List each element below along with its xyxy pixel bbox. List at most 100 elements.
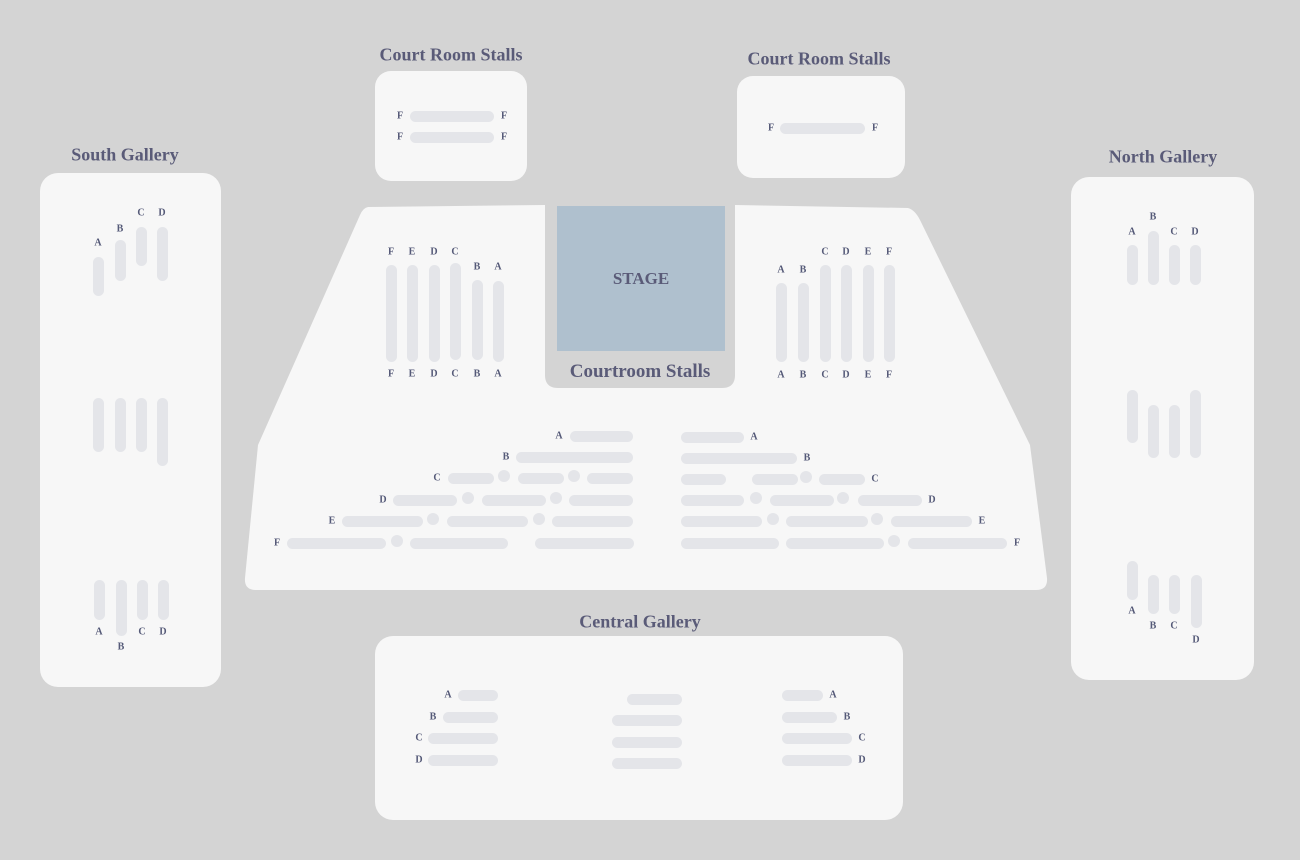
seat-row[interactable] — [1189, 245, 1201, 285]
seat-row[interactable] — [92, 398, 104, 452]
single-seat[interactable] — [550, 492, 562, 504]
seat-row[interactable] — [908, 537, 1007, 549]
seat-row[interactable] — [393, 494, 457, 506]
seat-row[interactable] — [780, 122, 865, 134]
seat-row[interactable] — [627, 693, 682, 705]
seat-row[interactable] — [752, 473, 798, 485]
single-seat[interactable] — [391, 535, 403, 547]
seat-row[interactable] — [516, 451, 633, 463]
seat-row[interactable] — [797, 283, 809, 362]
seat-row[interactable] — [1126, 561, 1138, 600]
seat-row[interactable] — [135, 227, 147, 266]
seat-row[interactable] — [1147, 231, 1159, 285]
seat-row[interactable] — [681, 473, 726, 485]
row-label: B — [843, 711, 851, 723]
seat-row[interactable] — [1189, 390, 1201, 458]
seat-row[interactable] — [569, 494, 633, 506]
seat-row[interactable] — [428, 732, 498, 744]
seat-row[interactable] — [410, 131, 494, 143]
seat-row[interactable] — [681, 494, 744, 506]
seat-row[interactable] — [786, 515, 868, 527]
seat-row[interactable] — [681, 537, 779, 549]
seat-row[interactable] — [156, 398, 168, 466]
seat-row[interactable] — [115, 580, 127, 636]
seat-row[interactable] — [443, 711, 498, 723]
seat-row[interactable] — [552, 515, 633, 527]
seat-row[interactable] — [840, 265, 852, 362]
seat-row[interactable] — [858, 494, 922, 506]
single-seat[interactable] — [888, 535, 900, 547]
seat-row[interactable] — [1147, 575, 1159, 614]
seat-row[interactable] — [819, 265, 831, 362]
seat-row[interactable] — [1190, 575, 1202, 628]
seat-row[interactable] — [157, 580, 169, 620]
single-seat[interactable] — [427, 513, 439, 525]
row-label: F — [396, 131, 404, 143]
single-seat[interactable] — [568, 470, 580, 482]
seat-row[interactable] — [786, 537, 884, 549]
seat-row[interactable] — [92, 257, 104, 296]
row-label: D — [1192, 634, 1200, 646]
seat-row[interactable] — [385, 265, 397, 362]
seat-row[interactable] — [447, 515, 528, 527]
seat-row[interactable] — [891, 515, 972, 527]
seat-row[interactable] — [156, 227, 168, 281]
seat-row[interactable] — [114, 240, 126, 281]
seat-row[interactable] — [518, 472, 564, 484]
seat-row[interactable] — [93, 580, 105, 620]
seat-row[interactable] — [287, 537, 386, 549]
seat-row[interactable] — [1147, 405, 1159, 458]
single-seat[interactable] — [871, 513, 883, 525]
seat-row[interactable] — [862, 265, 874, 362]
seat-row[interactable] — [410, 537, 508, 549]
single-seat[interactable] — [533, 513, 545, 525]
single-seat[interactable] — [767, 513, 779, 525]
seat-row[interactable] — [587, 472, 633, 484]
row-label: B — [1149, 620, 1157, 632]
seat-row[interactable] — [681, 452, 797, 464]
seat-row[interactable] — [135, 398, 147, 452]
row-label: C — [1170, 226, 1178, 238]
seat-row[interactable] — [883, 265, 895, 362]
seat-row[interactable] — [782, 711, 837, 723]
single-seat[interactable] — [498, 470, 510, 482]
seat-row[interactable] — [570, 430, 633, 442]
seat-row[interactable] — [1168, 575, 1180, 614]
seat-row[interactable] — [819, 473, 865, 485]
row-label: B — [799, 369, 807, 381]
seat-row[interactable] — [782, 732, 852, 744]
seat-row[interactable] — [681, 431, 744, 443]
seat-row[interactable] — [114, 398, 126, 452]
seat-row[interactable] — [410, 110, 494, 122]
seat-row[interactable] — [458, 689, 498, 701]
seat-row[interactable] — [342, 515, 423, 527]
seat-row[interactable] — [428, 265, 440, 362]
seat-row[interactable] — [136, 580, 148, 620]
seat-row[interactable] — [612, 736, 682, 748]
seat-row[interactable] — [448, 472, 494, 484]
row-label: F — [387, 246, 395, 258]
seat-row[interactable] — [612, 714, 682, 726]
seat-row[interactable] — [782, 754, 852, 766]
seat-row[interactable] — [1168, 405, 1180, 458]
single-seat[interactable] — [837, 492, 849, 504]
single-seat[interactable] — [800, 471, 812, 483]
seat-row[interactable] — [775, 283, 787, 362]
seat-row[interactable] — [770, 494, 834, 506]
seat-row[interactable] — [535, 537, 634, 549]
seat-row[interactable] — [471, 280, 483, 360]
seat-row[interactable] — [612, 757, 682, 769]
seat-row[interactable] — [406, 265, 418, 362]
seat-row[interactable] — [782, 689, 823, 701]
seat-row[interactable] — [449, 263, 461, 360]
seat-row[interactable] — [1126, 245, 1138, 285]
single-seat[interactable] — [462, 492, 474, 504]
seat-row[interactable] — [1126, 390, 1138, 443]
seat-row[interactable] — [1168, 245, 1180, 285]
single-seat[interactable] — [750, 492, 762, 504]
seat-row[interactable] — [482, 494, 546, 506]
seat-row[interactable] — [681, 515, 762, 527]
seat-row[interactable] — [428, 754, 498, 766]
seat-row[interactable] — [492, 281, 504, 362]
north-gallery-panel — [1071, 177, 1254, 680]
